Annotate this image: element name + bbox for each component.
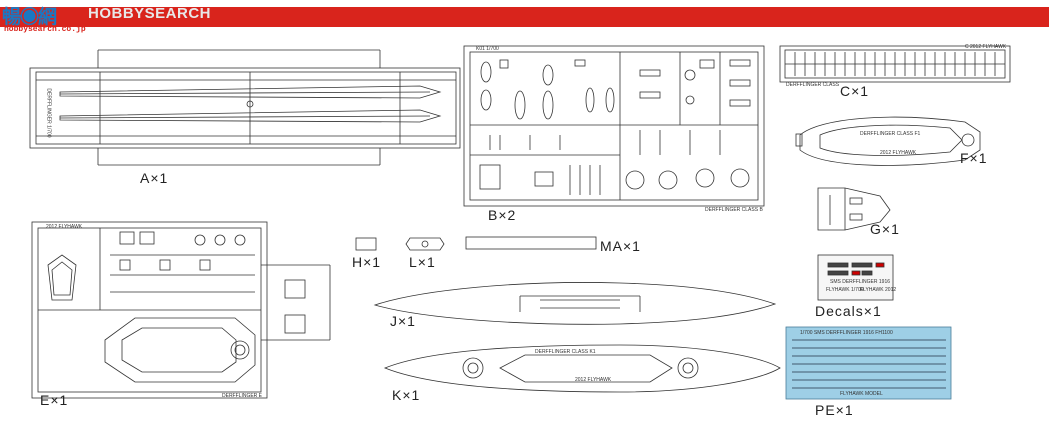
decal-sub2-tag: FLYHAWK 2012 — [860, 287, 897, 293]
label-part-pe: PE×1 — [815, 402, 854, 418]
pe-bottom-tag: FLYHAWK MODEL — [840, 391, 883, 397]
label-part-h: H×1 — [352, 254, 382, 270]
logo-chinese-text: 暢◉網 — [2, 7, 57, 28]
sprue-a-tag: DERFFLINGER 1/700 — [45, 88, 52, 138]
label-part-l: L×1 — [409, 254, 436, 270]
sprue-c-top-tag: DERFFLINGER CLASS — [786, 82, 840, 88]
part-h — [355, 237, 377, 251]
logo-english-text: HOBBYSEARCH — [88, 5, 212, 22]
sprue-a — [29, 49, 461, 166]
label-part-j: J×1 — [390, 313, 416, 329]
part-k-top-tag: DERFFLINGER CLASS K1 — [535, 349, 596, 355]
part-ma — [465, 236, 597, 250]
label-part-c: C×1 — [840, 83, 870, 99]
sprue-e-bottom-tag: DERFFLINGER E — [222, 393, 263, 399]
sprue-e-top-tag: 2012 FLYHAWK — [46, 224, 83, 230]
hobbysearch-logo[interactable]: 暢◉網 HOBBYSEARCH hobbysearch.co.jp — [2, 0, 211, 34]
decal-title-tag: SMS DERFFLINGER 1916 — [830, 279, 891, 285]
label-part-g: G×1 — [870, 221, 900, 237]
part-f-top-tag: DERFFLINGER CLASS F1 — [860, 131, 921, 137]
pe-top-tag: 1/700 SMS DERFFLINGER 1916 FH1100 — [800, 330, 893, 336]
sprue-b-bottom-tag: DERFFLINGER CLASS B — [705, 207, 763, 213]
label-part-e: E×1 — [40, 392, 69, 408]
part-f-bottom-tag: 2012 FLYHAWK — [880, 150, 917, 156]
sprue-e — [31, 221, 331, 399]
label-part-a: A×1 — [140, 170, 169, 186]
logo-url-text: hobbysearch.co.jp — [4, 25, 86, 34]
label-part-b: B×2 — [488, 207, 517, 223]
part-j-hull — [373, 282, 777, 325]
label-part-ma: MA×1 — [600, 238, 641, 254]
part-k-bottom-tag: 2012 FLYHAWK — [575, 377, 612, 383]
label-part-f: F×1 — [960, 150, 988, 166]
part-k-hull — [383, 344, 781, 393]
sprue-c — [779, 45, 1011, 83]
decal-sheet — [817, 254, 894, 301]
pe-sheet — [785, 326, 952, 400]
decal-sub1-tag: FLYHAWK 1/700 — [826, 287, 864, 293]
part-f-deck — [795, 116, 981, 166]
sprue-c-right-tag: C 2012 FLYHAWK — [965, 44, 1007, 50]
part-l — [405, 237, 445, 251]
header-bar — [0, 7, 1049, 27]
label-decals: Decals×1 — [815, 303, 882, 319]
sprue-b — [463, 45, 765, 207]
label-part-k: K×1 — [392, 387, 421, 403]
part-g-deck — [817, 187, 891, 231]
sprue-b-top-tag: K01 1/700 — [476, 46, 499, 52]
